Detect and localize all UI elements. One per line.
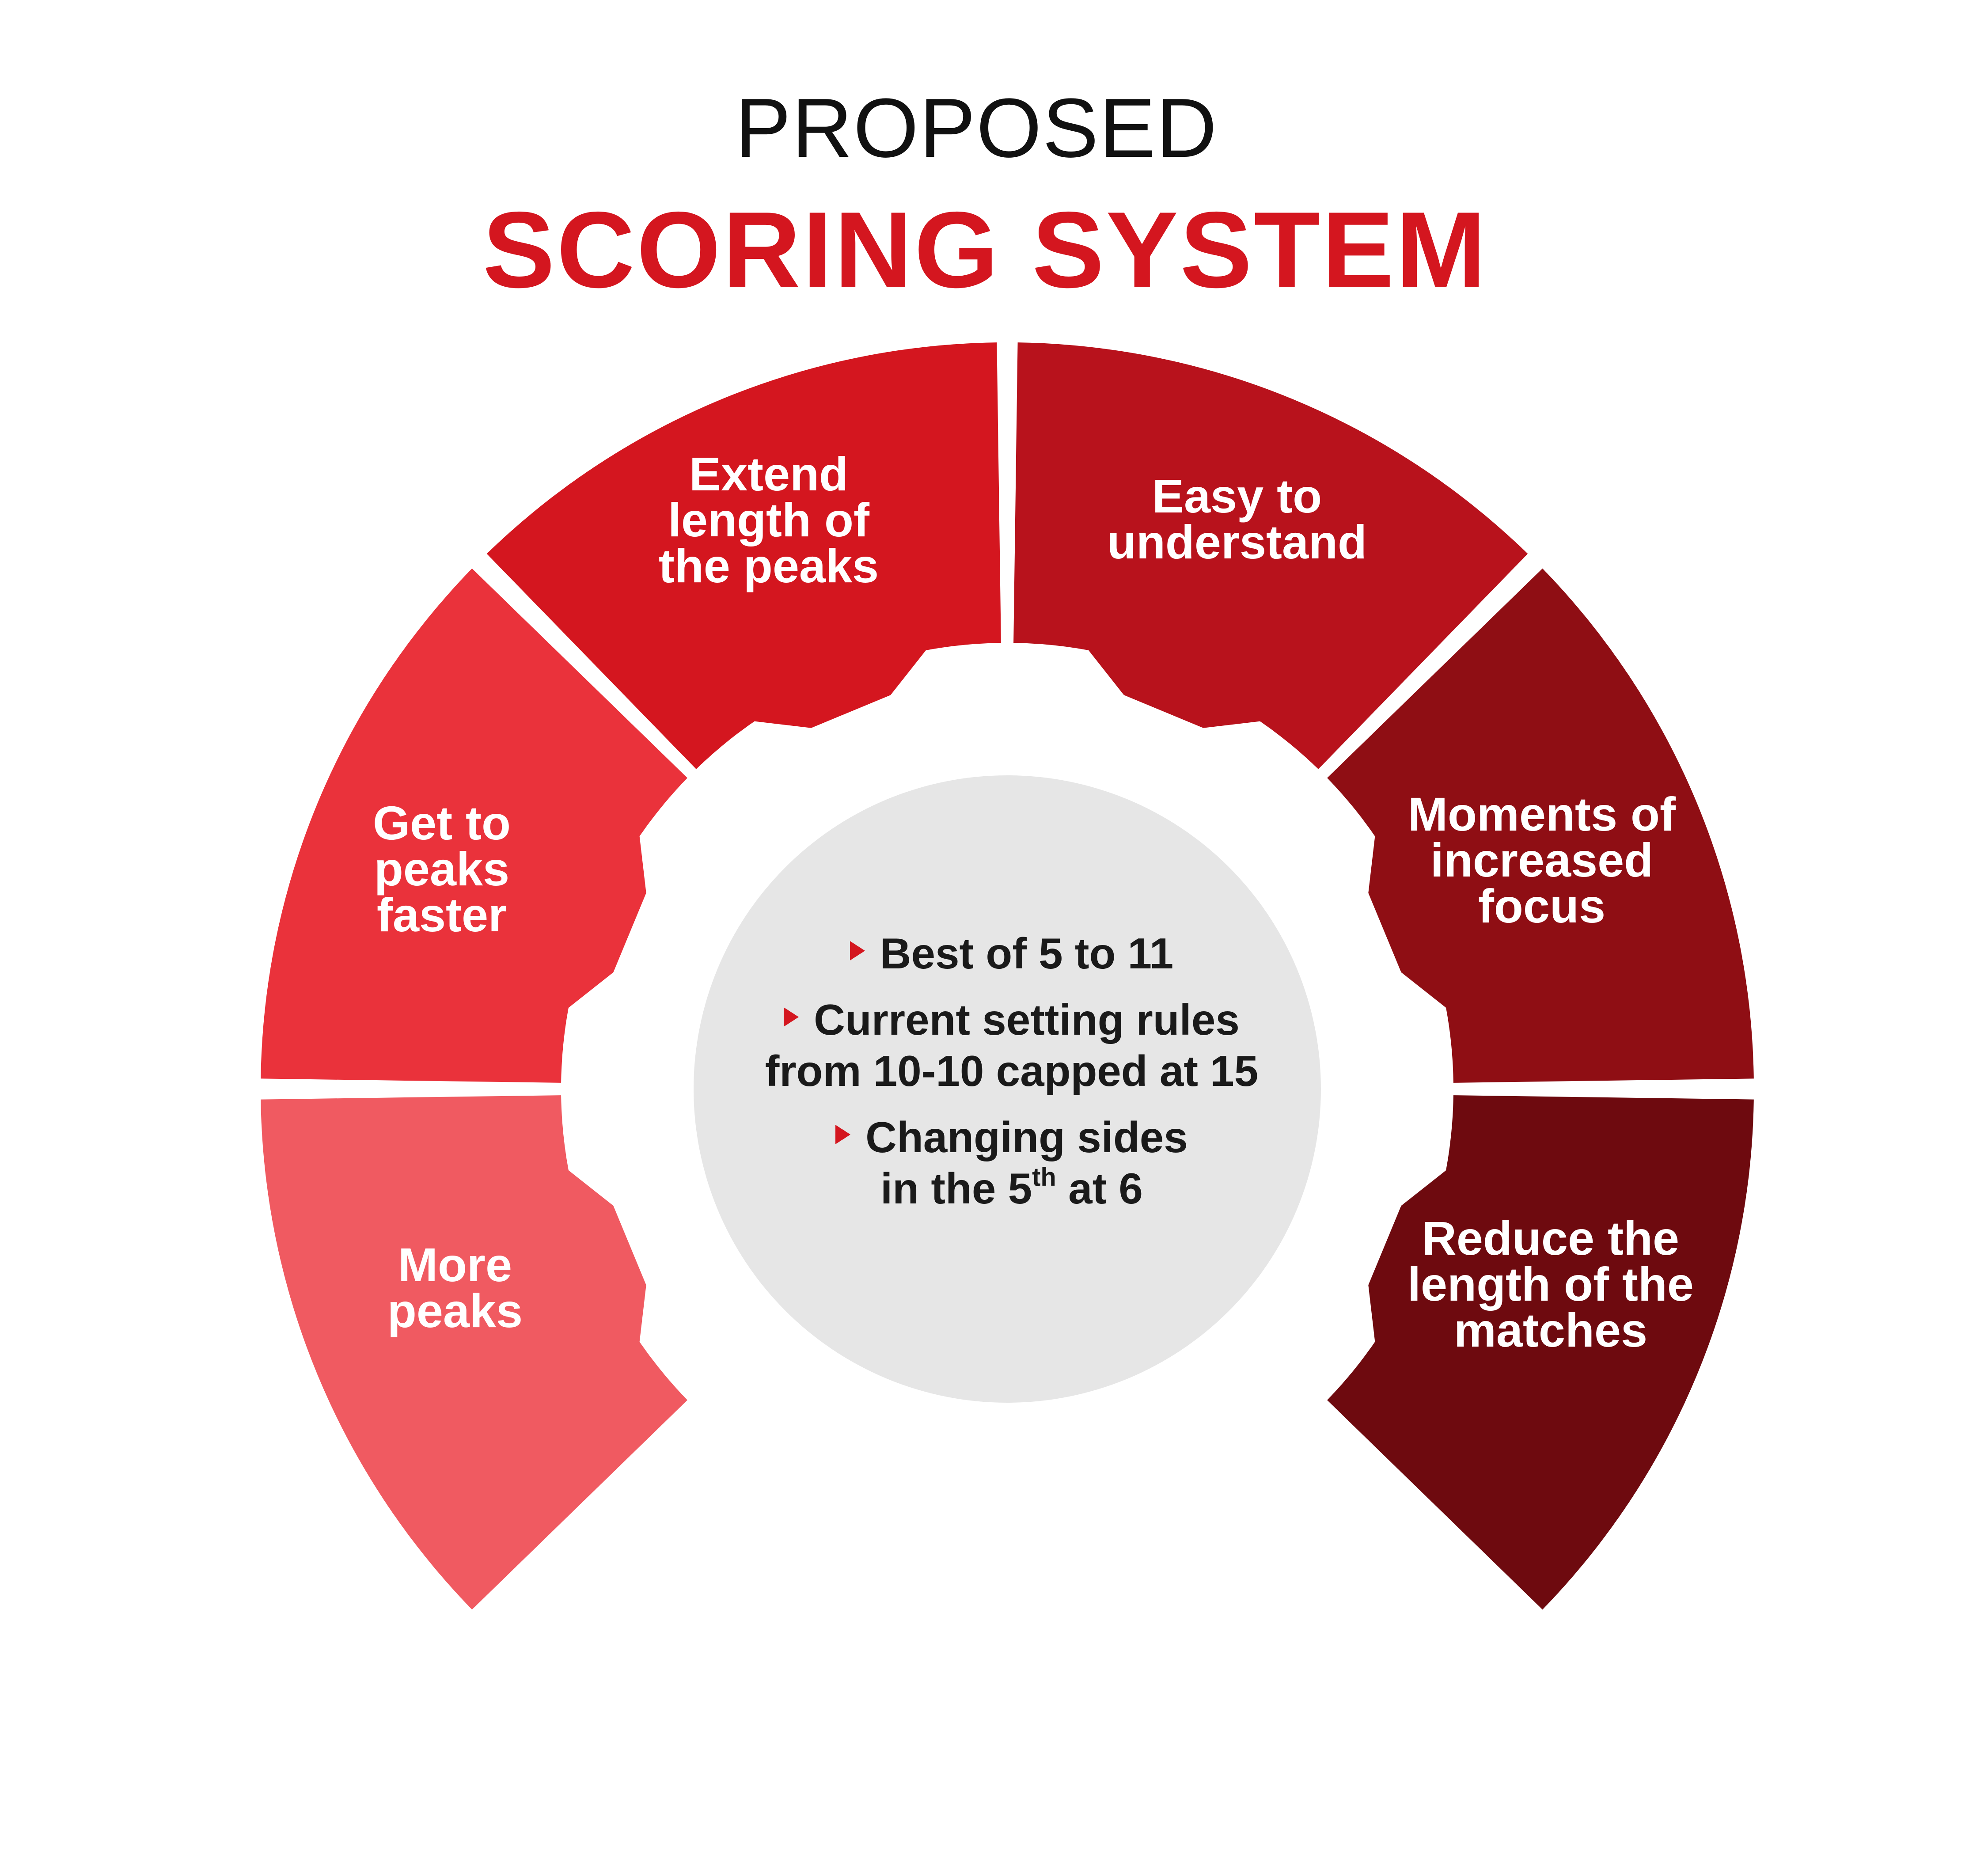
segment-label-line: Reduce the (1422, 1211, 1679, 1265)
segment-get-to-peaks (261, 568, 687, 1083)
bullet-superscript: th (1032, 1163, 1056, 1192)
segment-label-line: Easy to (1152, 469, 1322, 523)
segment-label-line: understand (1107, 515, 1367, 569)
bullet-text: Current setting rules (814, 995, 1240, 1044)
bullet-setting-rules: Current setting rules from 10-10 capped … (707, 994, 1316, 1097)
segment-label-line: Moments of (1408, 787, 1676, 841)
segment-reduce (1327, 1095, 1754, 1610)
segment-label-line: length of the (1408, 1257, 1694, 1311)
bullet-best-of: Best of 5 to 11 (707, 928, 1316, 979)
segment-label-line: More (398, 1238, 512, 1291)
bullet-text: in the 5 (880, 1164, 1032, 1213)
bullet-arrow-icon (784, 1007, 799, 1027)
segment-easy (1013, 342, 1528, 769)
segment-extend (486, 342, 1001, 769)
segment-more-peaks (261, 1095, 687, 1610)
segment-label-line: Extend (689, 447, 848, 501)
bullet-text: Changing sides (865, 1113, 1188, 1161)
segment-label-line: peaks (374, 842, 509, 896)
center-circle (694, 775, 1321, 1403)
segment-label-line: length of (668, 493, 870, 546)
segment-label-line: increased (1430, 833, 1653, 887)
bullet-arrow-icon (835, 1125, 851, 1144)
bullet-text: from 10-10 capped at 15 (765, 1047, 1259, 1095)
segment-label-line: the peaks (659, 539, 879, 592)
bullet-text: Best of 5 to 11 (880, 929, 1174, 978)
title-scoring-system: SCORING SYSTEM (482, 189, 1488, 310)
bullet-text: at 6 (1056, 1164, 1143, 1213)
segment-label-line: focus (1478, 879, 1605, 933)
title-block: PROPOSED SCORING SYSTEM (0, 75, 1988, 314)
segment-label-line: faster (377, 888, 507, 941)
segment-label-line: Get to (373, 796, 511, 850)
bullet-changing-sides: Changing sides in the 5th at 6 (707, 1112, 1316, 1214)
segment-label-line: matches (1454, 1303, 1647, 1357)
segment-moments (1327, 568, 1754, 1083)
segment-label-line: peaks (387, 1284, 523, 1337)
center-text: Best of 5 to 11 Current setting rules fr… (707, 928, 1316, 1229)
bullet-arrow-icon (850, 941, 865, 960)
title-proposed: PROPOSED (735, 81, 1218, 175)
